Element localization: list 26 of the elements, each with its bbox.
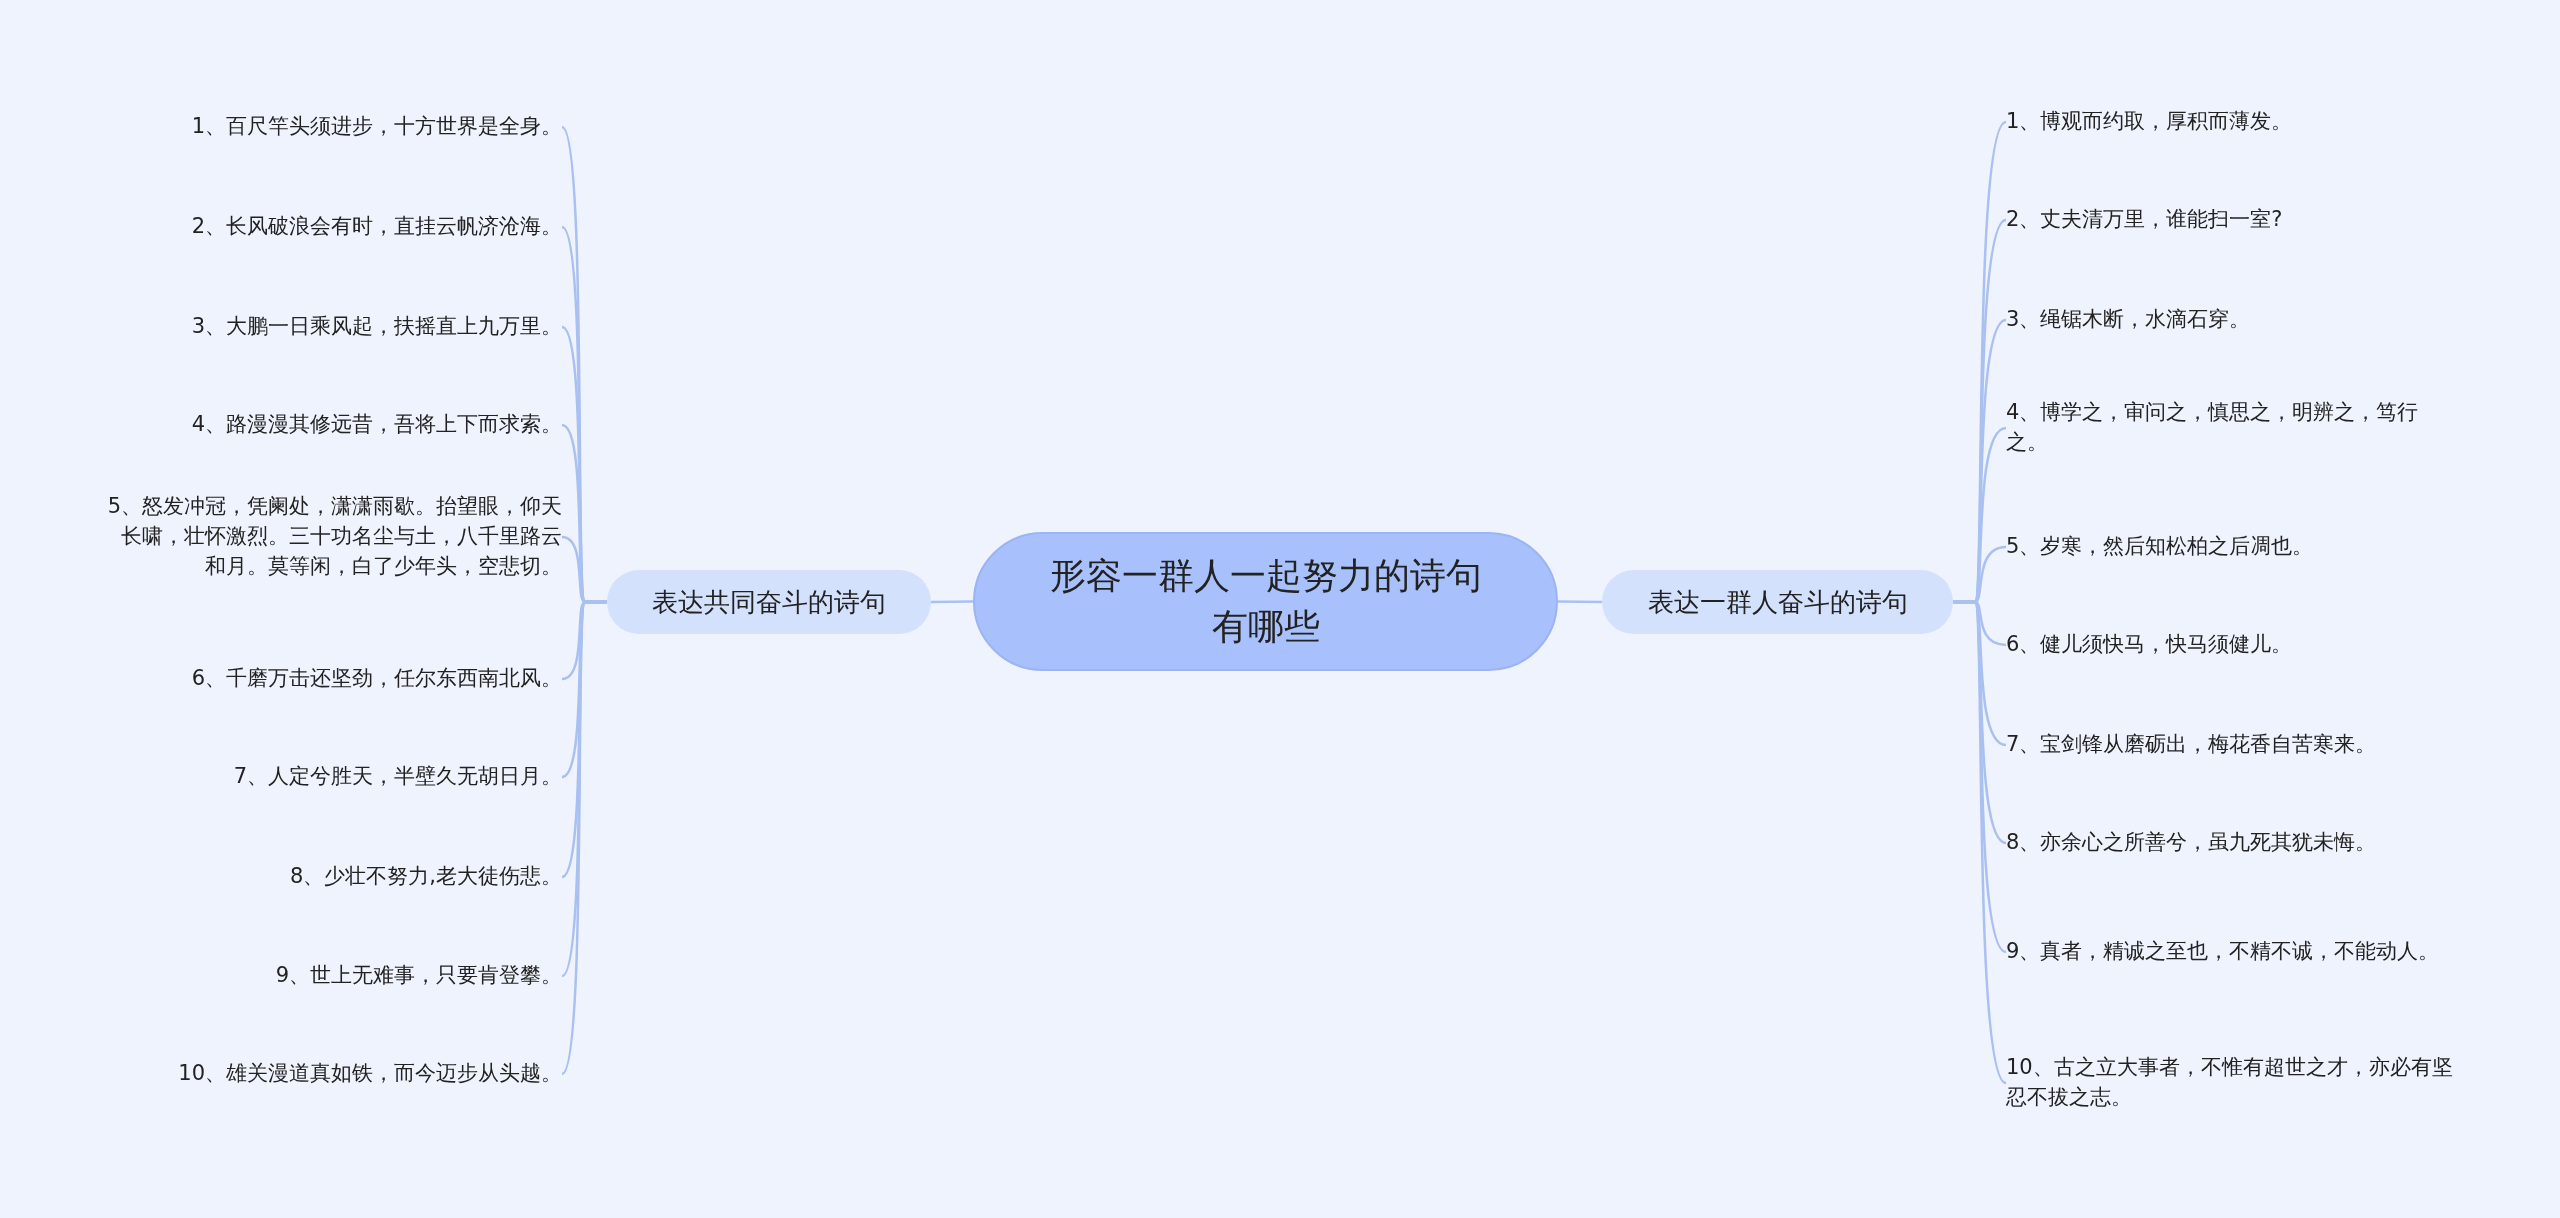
poem-line: 7、宝剑锋从磨砺出，梅花香自苦寒来。 bbox=[2006, 730, 2456, 760]
poem-line: 2、丈夫清万里，谁能扫一室? bbox=[2006, 205, 2456, 235]
central-topic: 形容一群人一起努力的诗句有哪些 bbox=[973, 532, 1558, 671]
branch-topic: 表达一群人奋斗的诗句 bbox=[1602, 570, 1953, 634]
poem-line: 3、大鹏一日乘风起，扶摇直上九万里。 bbox=[102, 312, 562, 342]
poem-line: 10、雄关漫道真如铁，而今迈步从头越。 bbox=[102, 1059, 562, 1089]
poem-line: 3、绳锯木断，水滴石穿。 bbox=[2006, 305, 2456, 335]
poem-line: 1、百尺竿头须进步，十方世界是全身。 bbox=[102, 112, 562, 142]
poem-line: 6、千磨万击还坚劲，任尔东西南北风。 bbox=[102, 664, 562, 694]
connector-line bbox=[560, 600, 607, 1075]
poem-line: 9、真者，精诚之至也，不精不诚，不能动人。 bbox=[2006, 937, 2456, 967]
branch-topic: 表达共同奋斗的诗句 bbox=[607, 570, 931, 634]
poem-line: 1、博观而约取，厚积而薄发。 bbox=[2006, 107, 2456, 137]
poem-line: 8、亦余心之所善兮，虽九死其犹未悔。 bbox=[2006, 828, 2456, 858]
poem-line: 4、路漫漫其修远昔，吾将上下而求索。 bbox=[102, 410, 562, 440]
poem-line: 5、怒发冲冠，凭阑处，潇潇雨歇。抬望眼，仰天长啸，壮怀激烈。三十功名尘与土，八千里路云和月。莫等闲，白了少年头，空悲切。 bbox=[102, 492, 562, 582]
poem-line: 5、岁寒，然后知松柏之后凋也。 bbox=[2006, 532, 2456, 562]
poem-line: 6、健儿须快马，快马须健儿。 bbox=[2006, 630, 2456, 660]
poem-line: 9、世上无难事，只要肯登攀。 bbox=[102, 961, 562, 991]
poem-line: 10、古之立大事者，不惟有超世之才，亦必有坚忍不拔之志。 bbox=[2006, 1053, 2456, 1113]
poem-line: 8、少壮不努力,老大徒伤悲。 bbox=[102, 862, 562, 892]
poem-line: 7、人定兮胜天，半壁久无胡日月。 bbox=[102, 762, 562, 792]
connector-line bbox=[931, 600, 973, 604]
connector-line bbox=[1558, 600, 1602, 604]
poem-line: 2、长风破浪会有时，直挂云帆济沧海。 bbox=[102, 212, 562, 242]
poem-line: 4、博学之，审问之，慎思之，明辨之，笃行之。 bbox=[2006, 398, 2456, 458]
